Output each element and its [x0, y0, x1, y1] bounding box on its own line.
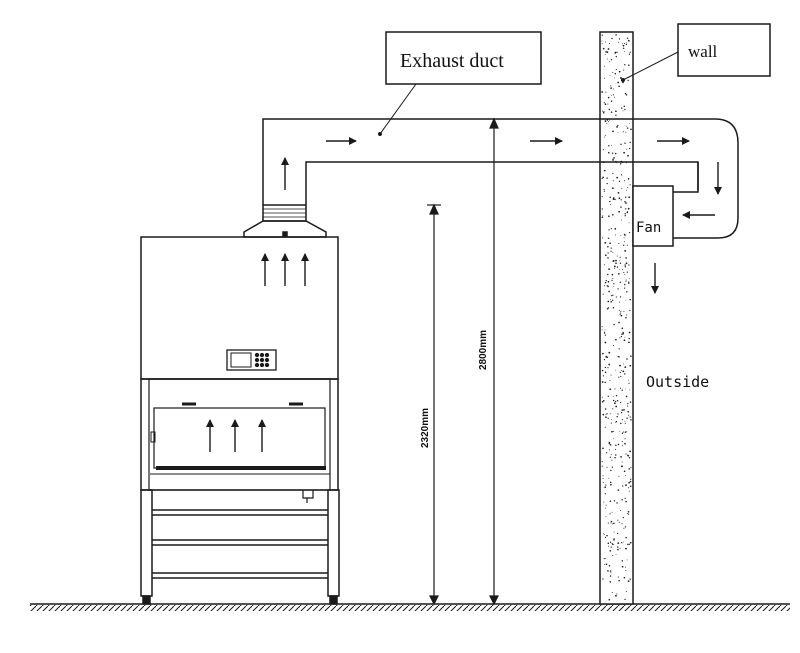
ground-hatch-icon — [30, 605, 790, 611]
wall-label: wall — [688, 42, 718, 61]
control-panel — [226, 349, 277, 371]
wall-callout: wall — [621, 23, 771, 82]
ground — [30, 603, 790, 611]
fan: Fan — [632, 185, 674, 247]
wall — [599, 31, 634, 605]
exhaust-duct-callout: Exhaust duct — [378, 31, 542, 136]
cabinet-height-label: 2320mm — [420, 408, 431, 448]
outside-label: Outside — [646, 373, 709, 391]
dimension-cabinet-height — [427, 203, 441, 606]
airflow-arrows — [206, 137, 722, 452]
duct-height-label: 2800mm — [478, 330, 489, 370]
fan-label: Fan — [636, 220, 661, 236]
drain-valve — [302, 490, 314, 503]
cabinet-upper-body — [140, 236, 339, 380]
exhaust-duct — [262, 118, 739, 239]
sash-window — [153, 407, 326, 469]
exhaust-duct-label: Exhaust duct — [400, 50, 504, 72]
cabinet-stand — [140, 489, 340, 605]
dimension-duct-height — [489, 117, 499, 606]
cabinet-work-zone — [140, 378, 339, 491]
biosafety-cabinet — [140, 204, 340, 605]
